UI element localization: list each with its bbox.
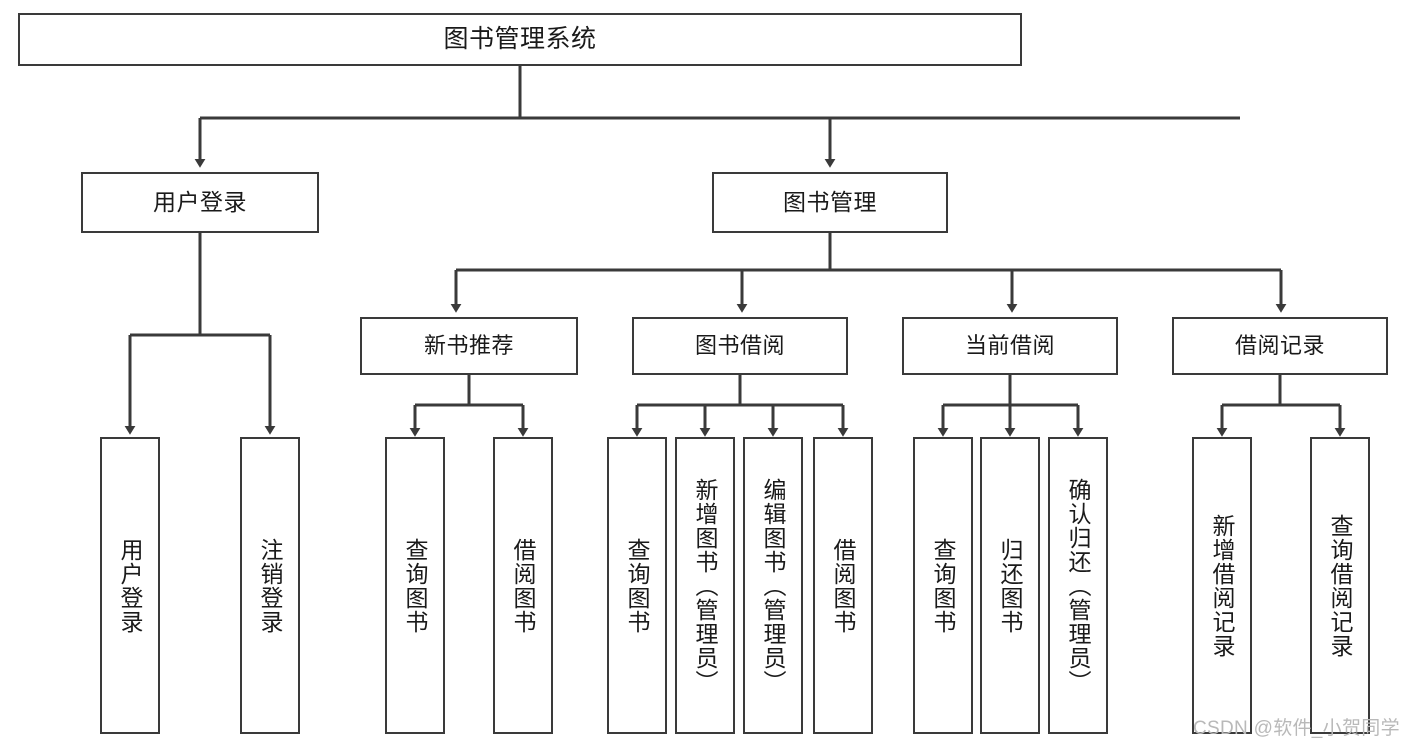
leaf-book-borrow-borrow-book[interactable]: 借阅图书 [813,437,873,734]
node-user-login-label: 用户登录 [153,188,247,215]
leaf-book-borrow-query-book-label: 查询图书 [624,537,651,634]
node-root-system[interactable]: 图书管理系统 [18,13,1022,66]
watermark: CSDN @软件_小贺同学 [1193,718,1400,739]
node-user-login[interactable]: 用户登录 [81,172,319,233]
leaf-user-login-login-label: 用户登录 [117,537,144,634]
node-new-book-recommend[interactable]: 新书推荐 [360,317,578,375]
node-borrow-record-label: 借阅记录 [1234,333,1325,359]
leaf-current-borrow-query-book[interactable]: 查询图书 [913,437,973,734]
leaf-book-borrow-add-book-label: 新增图书（管理员） [692,477,719,694]
leaf-current-borrow-return-book-label: 归还图书 [997,537,1024,634]
node-current-borrow[interactable]: 当前借阅 [902,317,1118,375]
leaf-current-borrow-return-book[interactable]: 归还图书 [980,437,1040,734]
leaf-current-borrow-query-book-label: 查询图书 [930,537,957,634]
leaf-book-borrow-query-book[interactable]: 查询图书 [607,437,667,734]
leaf-borrow-record-add-record[interactable]: 新增借阅记录 [1192,437,1252,734]
leaf-book-borrow-borrow-book-label: 借阅图书 [830,537,857,634]
leaf-user-login-login[interactable]: 用户登录 [100,437,160,734]
node-root-system-label: 图书管理系统 [443,24,597,53]
leaf-new-book-borrow-book-label: 借阅图书 [510,537,537,634]
node-book-management[interactable]: 图书管理 [712,172,948,233]
leaf-new-book-borrow-book[interactable]: 借阅图书 [493,437,553,734]
leaf-borrow-record-query-record[interactable]: 查询借阅记录 [1310,437,1370,734]
leaf-current-borrow-confirm-return[interactable]: 确认归还（管理员） [1048,437,1108,734]
node-book-management-label: 图书管理 [783,188,877,215]
leaf-user-login-logout[interactable]: 注销登录 [240,437,300,734]
leaf-book-borrow-edit-book-label: 编辑图书（管理员） [760,477,787,694]
leaf-current-borrow-confirm-return-label: 确认归还（管理员） [1065,477,1092,694]
leaf-borrow-record-add-record-label: 新增借阅记录 [1209,513,1236,658]
leaf-book-borrow-add-book[interactable]: 新增图书（管理员） [675,437,735,734]
node-book-borrow-label: 图书借阅 [694,333,785,359]
node-book-borrow[interactable]: 图书借阅 [632,317,848,375]
node-new-book-recommend-label: 新书推荐 [423,333,514,359]
leaf-book-borrow-edit-book[interactable]: 编辑图书（管理员） [743,437,803,734]
leaf-new-book-query-book-label: 查询图书 [402,537,429,634]
leaf-borrow-record-query-record-label: 查询借阅记录 [1327,513,1354,658]
leaf-user-login-logout-label: 注销登录 [257,537,284,634]
node-current-borrow-label: 当前借阅 [964,333,1055,359]
node-borrow-record[interactable]: 借阅记录 [1172,317,1388,375]
leaf-new-book-query-book[interactable]: 查询图书 [385,437,445,734]
